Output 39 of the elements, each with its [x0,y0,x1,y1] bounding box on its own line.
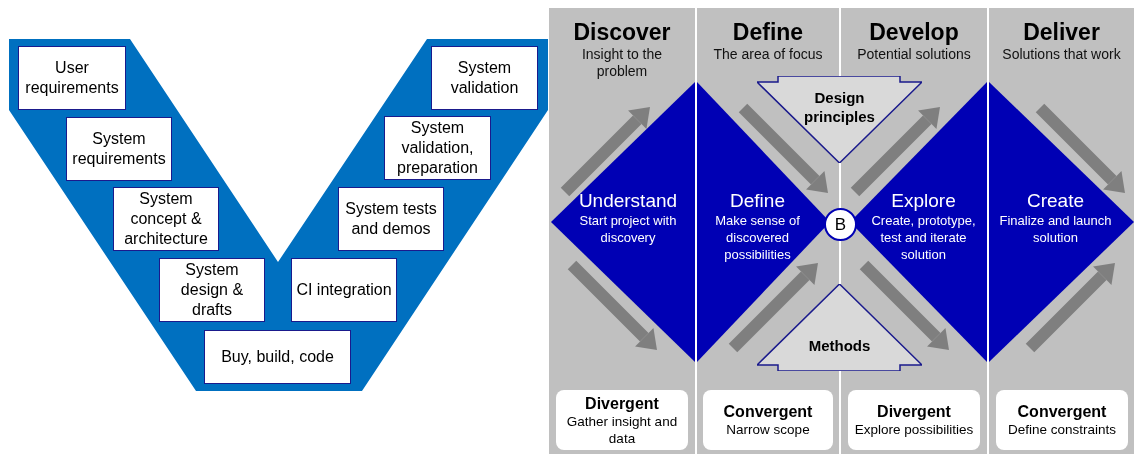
stage-title: Define [730,190,785,212]
phase-subtitle: The area of focus [713,46,823,63]
mode-title: Divergent [585,393,659,413]
stage-title: Create [1027,190,1084,212]
process-box: CI integration [291,258,397,322]
process-box: System concept & architecture [113,187,219,251]
mode-description: Narrow scope [726,421,810,438]
mode-description: Define constraints [1007,421,1117,438]
mode-title: Divergent [877,402,951,421]
phase-heading: Define [732,18,804,46]
triangle-label-text: Design principles [803,88,876,126]
mode-card [703,390,833,450]
process-box: System design & drafts [159,258,265,322]
phase-heading: Discover [573,18,671,46]
stage-description: Start project with discovery [578,212,678,246]
mode-description: Explore possibilities [854,421,974,438]
process-box: System tests and demos [338,187,444,251]
process-box: System requirements [66,117,172,181]
mode-title: Convergent [723,402,813,421]
process-box: System validation [431,46,538,110]
phase-subtitle: Insight to the problem [580,46,664,80]
stage-description: Create, prototype, test and iterate solution [870,212,977,263]
process-box: System validation, preparation [384,116,491,180]
stage-description: Finalize and launch solution [998,212,1113,246]
stage-description: Make sense of discovered possibilities [714,212,801,263]
process-box: Buy, build, code [204,330,351,384]
process-box: User requirements [18,46,126,110]
phase-subtitle: Potential solutions [857,46,971,63]
mode-card [556,390,688,450]
phase-heading: Deliver [1023,18,1100,46]
phase-heading: Develop [869,18,959,46]
phase-subtitle: Solutions that work [1002,46,1121,63]
triangle-label-text: Methods [808,336,871,355]
stage-title: Understand [578,190,678,212]
mode-description: Gather insight and data [565,412,679,447]
mode-card [848,390,980,450]
stage-title: Explore [891,190,956,212]
mode-title: Convergent [1017,402,1107,421]
mode-card [996,390,1128,450]
